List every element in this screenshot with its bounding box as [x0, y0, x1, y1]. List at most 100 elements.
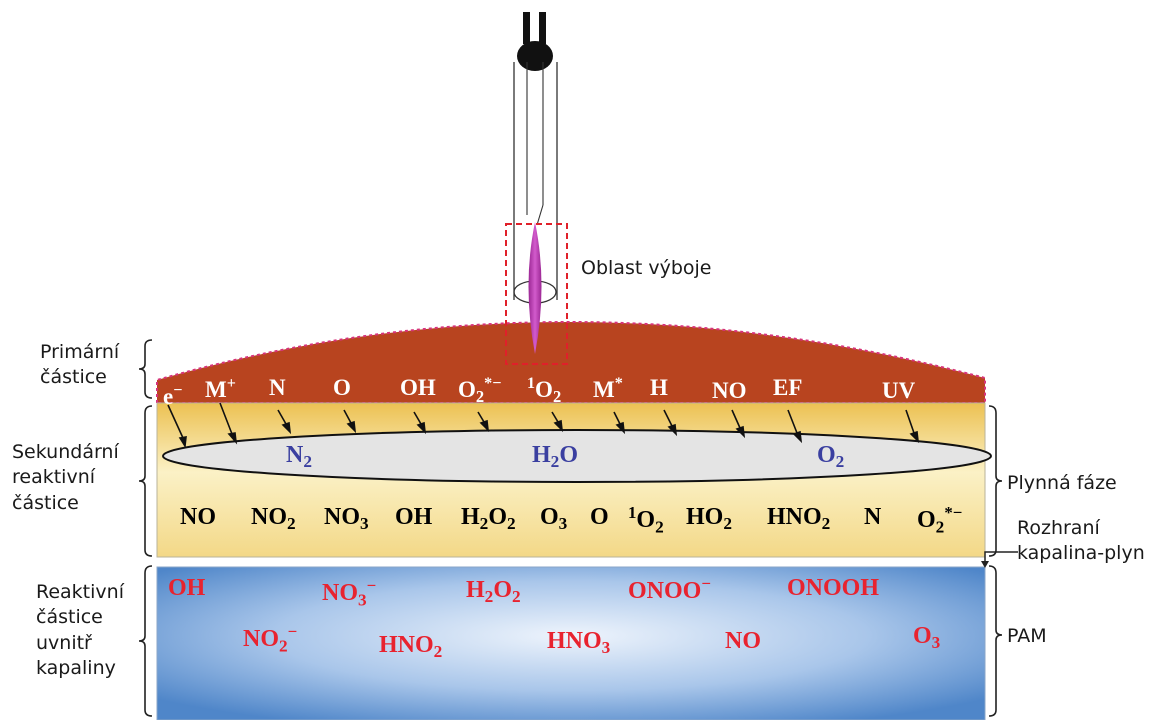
interface-arrow [984, 551, 1018, 564]
formula-base: NO [243, 626, 279, 653]
formula-base: O [590, 504, 609, 530]
left-brackets [138, 339, 153, 717]
liquid-species-5: NO2− [243, 622, 298, 656]
primary-species-11: UV [882, 379, 915, 402]
gas-ellipse [162, 429, 992, 483]
formula-sub: 2 [723, 514, 732, 534]
primary-species-10: EF [773, 376, 802, 399]
secondary-species-3: OH [395, 505, 432, 529]
formula-sub: 2 [821, 514, 831, 534]
formula-base: UV [882, 378, 916, 403]
secondary-species-10: N [864, 505, 881, 529]
formula-base: EF [773, 375, 803, 400]
gas-species-2: O2 [817, 443, 844, 470]
discharge-region-label: Oblast výboje [581, 257, 712, 279]
gas-species-1: H2O [532, 443, 578, 470]
formula-sub: 2 [475, 386, 485, 406]
discharge-plume [528, 222, 542, 354]
formula-sup: − [701, 574, 711, 593]
formula-base: OH [400, 375, 436, 400]
liquid-species-label: Reaktivní částice uvnitř kapaliny [36, 581, 124, 679]
liquid-species-6: HNO2 [379, 633, 442, 660]
liquid-species-1: NO3− [322, 576, 377, 610]
primary-species-3: O [333, 376, 351, 399]
formula-sub: 2 [433, 642, 443, 662]
primary-species-9: NO [712, 379, 747, 402]
formula-base: HO [686, 504, 724, 530]
secondary-species-1: NO2 [251, 505, 296, 532]
formula-base: ONOO [628, 578, 702, 605]
formula-sub: 3 [358, 590, 367, 610]
formula-base: HNO [767, 504, 822, 530]
secondary-species-9: HNO2 [767, 505, 830, 532]
secondary-species-2: NO3 [324, 505, 369, 532]
formula-base: M [205, 376, 227, 402]
formula-base: OH [395, 504, 433, 530]
formula-base: N [269, 375, 286, 400]
formula-sub: 2 [835, 452, 845, 472]
formula-base: HNO [547, 628, 602, 654]
diffusion-arrows [167, 402, 920, 449]
discharge-region-box [505, 223, 568, 365]
gas-phase-label: Plynná fáze [1007, 472, 1117, 494]
primary-species-8: H [650, 376, 668, 399]
formula-sub: 2 [279, 636, 288, 656]
formula-base: N [286, 442, 304, 468]
formula-sub: 2 [287, 514, 296, 534]
formula-sub: 2 [935, 517, 945, 537]
formula-tail: O [488, 504, 507, 530]
formula-sup: − [366, 576, 377, 595]
formula-base: N [864, 504, 882, 530]
formula-tail: O [493, 577, 512, 603]
formula-sub: 3 [360, 514, 369, 534]
formula-sup: + [226, 375, 236, 392]
formula-sup: * [614, 375, 623, 392]
secondary-species-7: 1O2 [628, 504, 664, 537]
formula-base: NO [251, 504, 287, 530]
formula-base: O [913, 623, 932, 649]
liquid-species-8: NO [725, 629, 761, 653]
formula-base: OH [168, 575, 206, 601]
formula-pre: 1 [527, 375, 536, 392]
liquid-species-4: ONOOH [787, 576, 879, 600]
formula-base: H [466, 577, 485, 603]
formula-base: H [532, 442, 551, 468]
primary-species-5: O2*− [458, 375, 502, 406]
formula-sub: 2 [655, 517, 664, 537]
liquid-species-7: HNO3 [547, 629, 610, 656]
liquid-species-0: OH [168, 576, 205, 600]
formula-sub2: 2 [511, 587, 521, 607]
formula-sub: 2 [552, 386, 562, 406]
formula-base: NO [180, 504, 216, 530]
secondary-species-6: O [590, 505, 609, 529]
formula-sub: 2 [550, 452, 560, 472]
formula-sub: 3 [558, 514, 568, 534]
formula-tail: O [559, 442, 578, 468]
secondary-species-5: O3 [540, 505, 567, 532]
formula-sub: 3 [931, 633, 941, 653]
formula-base: H [461, 504, 480, 530]
plasma-jet-electrode [505, 12, 568, 365]
formula-base: NO [725, 628, 761, 654]
formula-base: O [333, 375, 351, 400]
primary-species-6: 1O2 [527, 375, 562, 406]
formula-sub: 2 [479, 514, 489, 534]
primary-species-1: M+ [205, 375, 236, 402]
liquid-layer [156, 566, 986, 720]
right-brackets [988, 405, 1003, 717]
formula-sub: 2 [303, 452, 312, 472]
liquid-species-3: ONOO− [628, 574, 711, 605]
formula-sup: *− [484, 375, 502, 392]
formula-base: O [540, 504, 559, 530]
formula-sup: − [287, 622, 298, 641]
formula-sub: 2 [484, 587, 494, 607]
primary-species-2: N [269, 376, 286, 399]
primary-species-label: Primární částice [40, 341, 120, 389]
secondary-species-0: NO [180, 505, 216, 529]
pam-label: PAM [1007, 625, 1047, 647]
formula-base: O [636, 507, 656, 534]
plasma-dome [156, 321, 986, 404]
secondary-species-label: Sekundární reaktivní částice [12, 441, 119, 514]
